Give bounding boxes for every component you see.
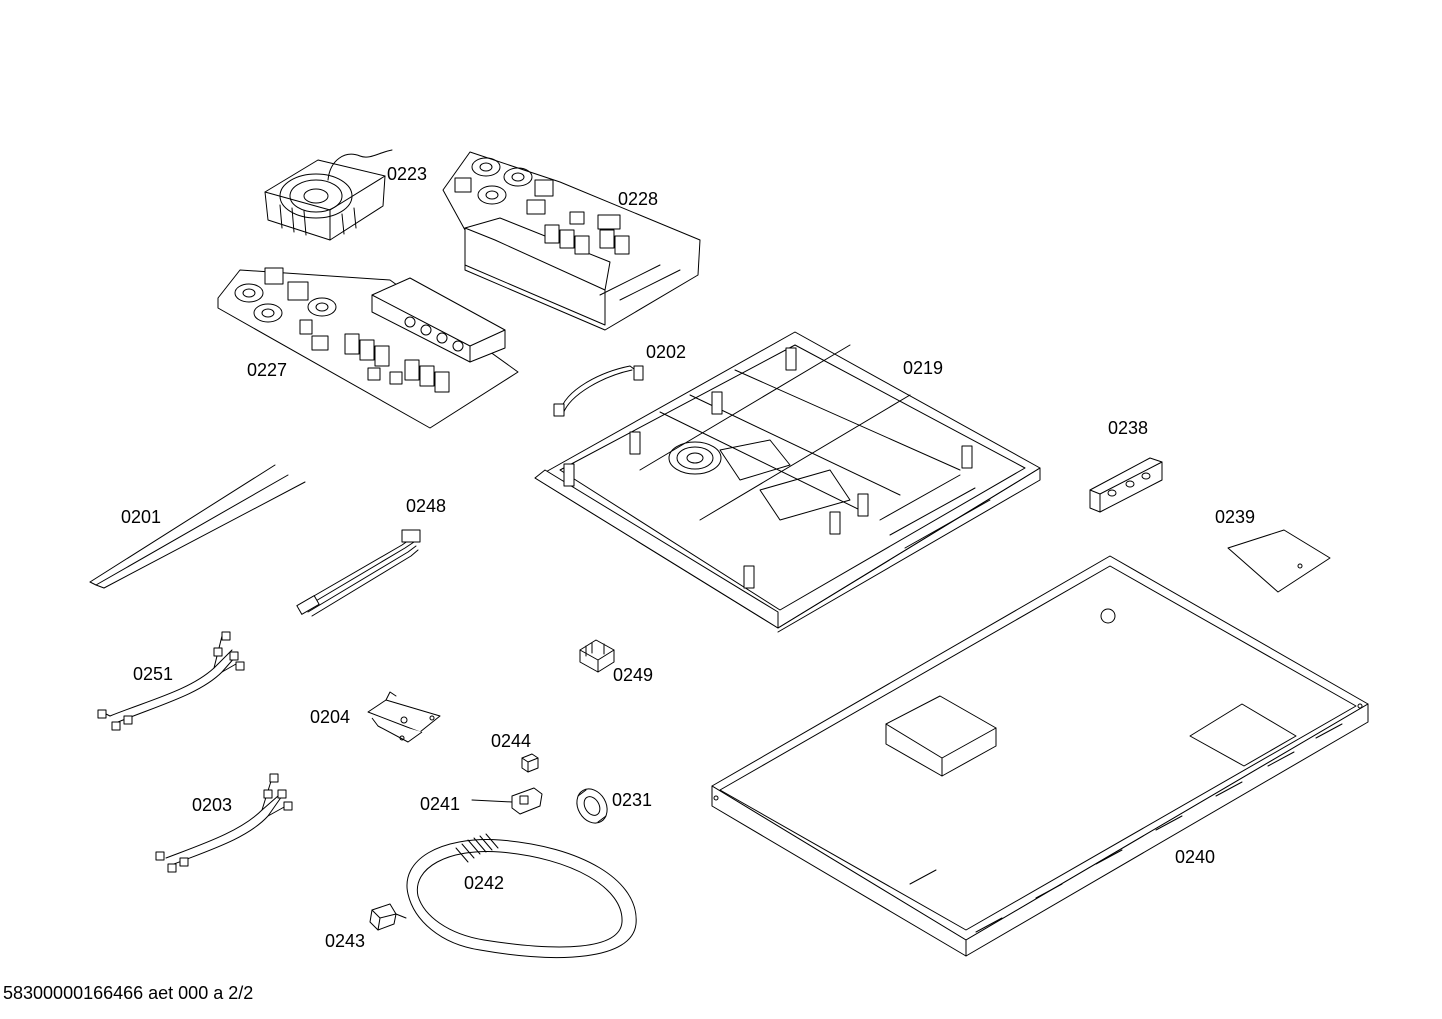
part-0203-harness xyxy=(155,773,293,873)
part-0231-ring xyxy=(576,788,608,824)
part-0238-bracket xyxy=(1089,457,1163,513)
label-0238: 0238 xyxy=(1108,418,1149,438)
label-0244: 0244 xyxy=(491,731,532,751)
document-id-footer: 58300000166466 aet 000 a 2/2 xyxy=(3,983,254,1003)
part-0241-connector xyxy=(471,787,543,815)
label-0251: 0251 xyxy=(133,664,174,684)
part-0242-hose xyxy=(406,833,637,958)
label-0203: 0203 xyxy=(192,795,233,815)
label-0223: 0223 xyxy=(387,164,428,184)
label-0219: 0219 xyxy=(903,358,944,378)
label-0204: 0204 xyxy=(310,707,351,727)
label-0249: 0249 xyxy=(613,665,654,685)
part-0219-tray xyxy=(534,331,1041,633)
part-0228-board xyxy=(442,151,701,331)
part-0239-plate xyxy=(1227,529,1331,593)
label-0202: 0202 xyxy=(646,342,687,362)
label-0231: 0231 xyxy=(612,790,653,810)
part-0202-cable xyxy=(553,365,644,417)
label-0242: 0242 xyxy=(464,873,505,893)
part-0240-base xyxy=(711,555,1369,957)
part-0251-harness xyxy=(97,631,245,731)
part-0243-grommet xyxy=(369,903,407,931)
part-0248-ribbon xyxy=(296,529,421,617)
label-0243: 0243 xyxy=(325,931,366,951)
label-0201: 0201 xyxy=(121,507,162,527)
label-0240: 0240 xyxy=(1175,847,1216,867)
part-0201-wires xyxy=(89,464,306,589)
part-0223-fan xyxy=(264,149,393,241)
part-0249-clip xyxy=(579,639,615,673)
label-0227: 0227 xyxy=(247,360,288,380)
label-0241: 0241 xyxy=(420,794,461,814)
part-0204-bracket xyxy=(367,691,441,743)
label-0248: 0248 xyxy=(406,496,447,516)
label-0239: 0239 xyxy=(1215,507,1256,527)
part-0244-cap xyxy=(521,753,539,773)
label-0228: 0228 xyxy=(618,189,659,209)
part-0227-board xyxy=(217,267,519,429)
